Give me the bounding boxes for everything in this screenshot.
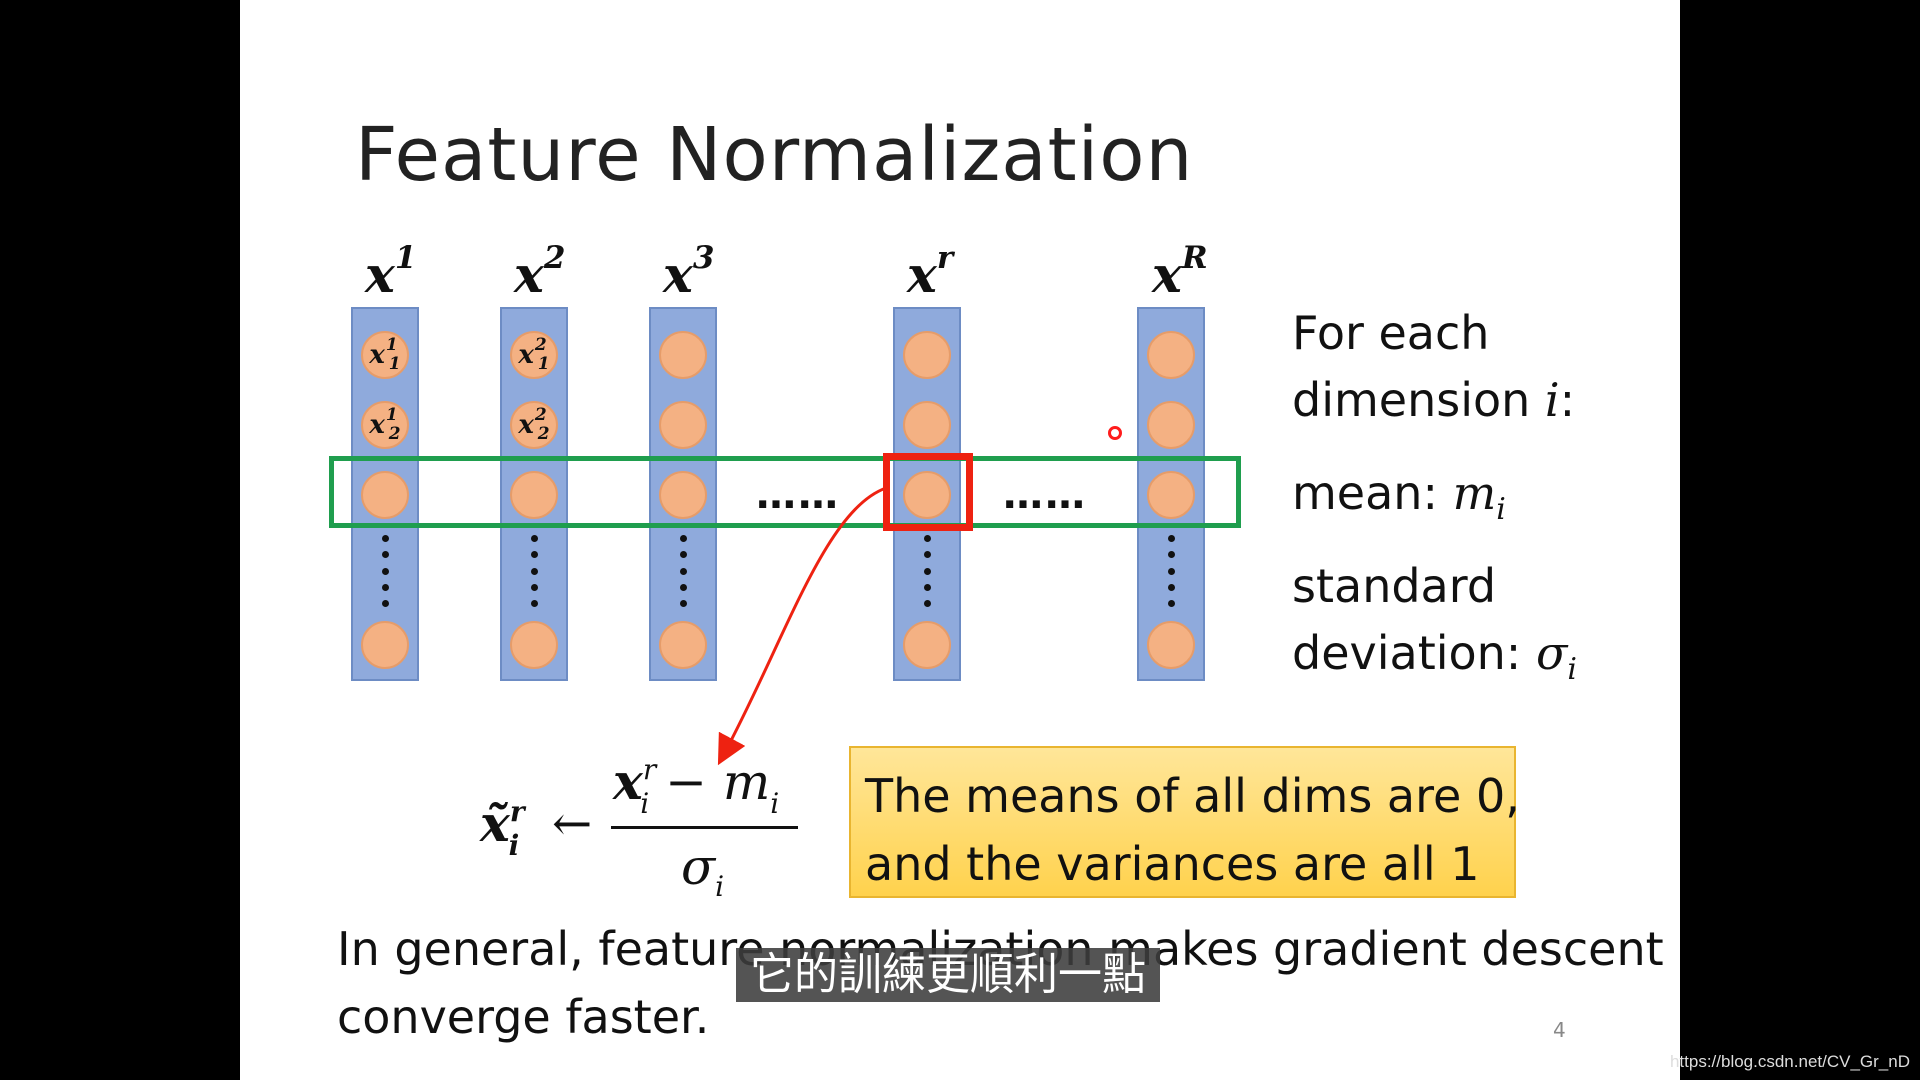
dimension-highlight-box xyxy=(329,456,1241,528)
slide-title: Feature Normalization xyxy=(355,112,1194,198)
feature-node xyxy=(659,471,707,519)
bottom-text-line-2: converge faster. xyxy=(337,990,710,1044)
side-text-deviation: deviation: σi xyxy=(1292,626,1577,688)
column-header-1: x1 xyxy=(365,240,417,304)
vertical-ellipsis xyxy=(380,535,390,607)
feature-node xyxy=(659,331,707,379)
column-header-3: x3 xyxy=(663,240,715,304)
watermark-url: https://blog.csdn.net/CV_Gr_nD xyxy=(1669,1052,1910,1071)
side-text-standard: standard xyxy=(1292,559,1497,613)
feature-node xyxy=(903,621,951,669)
page-number: 4 xyxy=(1553,1018,1566,1042)
column-header-2: x2 xyxy=(514,240,566,304)
feature-node xyxy=(659,401,707,449)
feature-node xyxy=(361,621,409,669)
feature-node xyxy=(903,401,951,449)
vertical-ellipsis xyxy=(922,535,932,607)
formula-numerator: xri − mi xyxy=(613,752,780,820)
laser-pointer-dot xyxy=(1108,426,1122,440)
horizontal-ellipsis: …… xyxy=(1003,472,1087,518)
vertical-ellipsis xyxy=(678,535,688,607)
side-text-dimension: dimension i: xyxy=(1292,373,1576,427)
side-text-for-each: For each xyxy=(1292,306,1490,360)
side-text-mean: mean: mi xyxy=(1292,466,1506,528)
feature-node xyxy=(1147,401,1195,449)
formula-arrow: ← xyxy=(552,796,593,852)
feature-node xyxy=(510,621,558,669)
formula-denominator: σi xyxy=(681,838,725,903)
feature-node xyxy=(1147,331,1195,379)
vertical-ellipsis xyxy=(529,535,539,607)
column-header-r: xr xyxy=(907,240,954,304)
vertical-ellipsis xyxy=(1166,535,1176,607)
video-subtitle: 它的訓練更順利一點 xyxy=(736,948,1160,1002)
feature-vector-column-r xyxy=(893,307,961,681)
callout-line-1: The means of all dims are 0, xyxy=(865,769,1520,823)
formula-fraction-bar xyxy=(611,826,798,829)
selected-element-box xyxy=(883,453,973,531)
formula-lhs: x̃ri xyxy=(480,794,525,862)
column-header-R: xR xyxy=(1152,240,1208,304)
result-callout-box: The means of all dims are 0, and the var… xyxy=(849,746,1520,898)
callout-line-2: and the variances are all 1 xyxy=(865,837,1480,891)
feature-node xyxy=(903,471,951,519)
feature-node xyxy=(510,471,558,519)
feature-node xyxy=(361,471,409,519)
feature-vector-column-R xyxy=(1137,307,1205,681)
arrow-to-formula xyxy=(717,486,887,766)
feature-node xyxy=(903,331,951,379)
feature-node xyxy=(1147,621,1195,669)
horizontal-ellipsis: …… xyxy=(756,472,840,518)
feature-vector-column-3 xyxy=(649,307,717,681)
feature-node xyxy=(659,621,707,669)
feature-node xyxy=(1147,471,1195,519)
